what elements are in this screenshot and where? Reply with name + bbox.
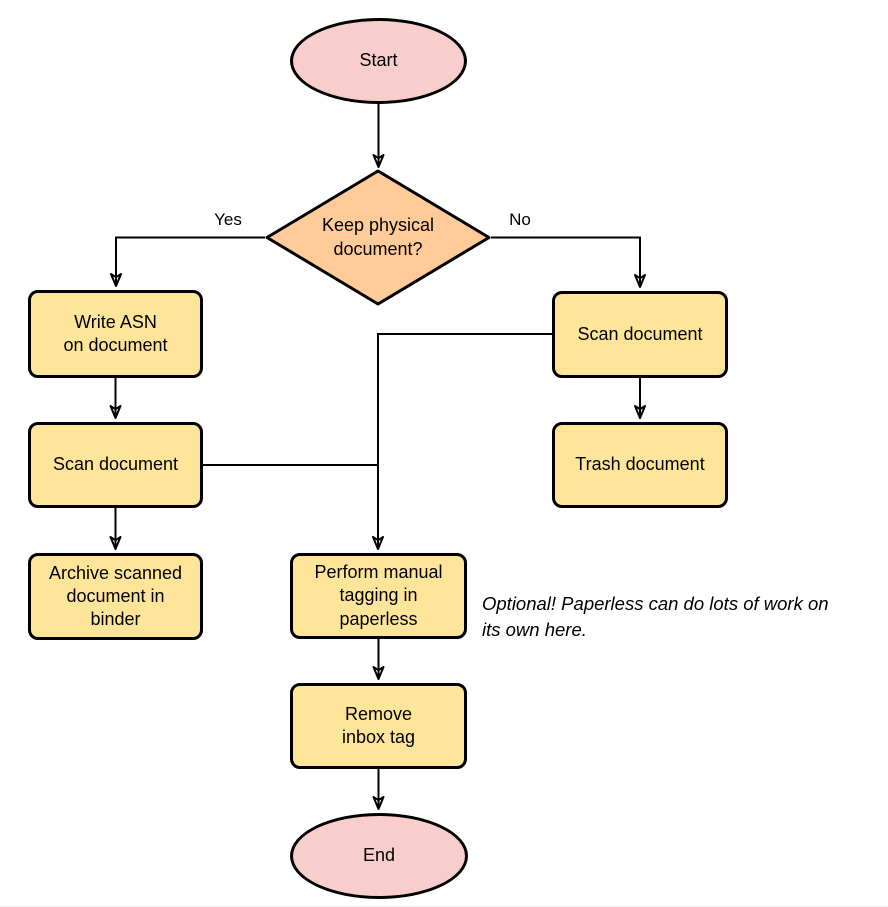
node-decision-label: Keep physical document?	[321, 215, 435, 259]
node-archive-label: Archive scanned document in binder	[48, 562, 183, 630]
node-write-asn-on-document: Write ASN on document	[28, 290, 203, 378]
node-perform-label: Perform manual tagging in paperless	[314, 562, 443, 629]
node-remove-label: Remove inbox tag	[341, 703, 416, 747]
node-start-label: Start	[359, 50, 398, 71]
edge-decision-yes-to-write-asn	[110, 236, 265, 287]
node-trash-document: Trash document	[552, 422, 728, 508]
node-start: Start	[290, 18, 467, 104]
node-scan-left-label: Scan document	[52, 454, 179, 475]
node-decision-keep-physical-document: Keep physical document?	[265, 169, 491, 306]
node-end: End	[290, 813, 468, 899]
node-end-label: End	[362, 845, 396, 866]
node-perform-manual-tagging: Perform manual tagging in paperless	[290, 553, 467, 639]
node-trash-label: Trash document	[575, 454, 705, 475]
edge-label-yes: Yes	[214, 210, 242, 229]
edge-label-no: No	[509, 210, 531, 229]
node-scan-document-left: Scan document	[28, 422, 203, 508]
node-remove-inbox-tag: Remove inbox tag	[290, 683, 467, 769]
annotation-optional-note: Optional! Paperless can do lots of work …	[482, 593, 829, 640]
node-scan-document-right: Scan document	[552, 291, 728, 378]
node-scan-right-label: Scan document	[577, 323, 703, 344]
edge-scan-right-to-perform	[372, 333, 552, 550]
diamond-shape	[265, 169, 491, 306]
node-write-asn-label: Write ASN on document	[63, 311, 168, 355]
edge-decision-no-to-scan-right	[491, 236, 646, 288]
node-archive-scanned-document: Archive scanned document in binder	[28, 553, 203, 640]
